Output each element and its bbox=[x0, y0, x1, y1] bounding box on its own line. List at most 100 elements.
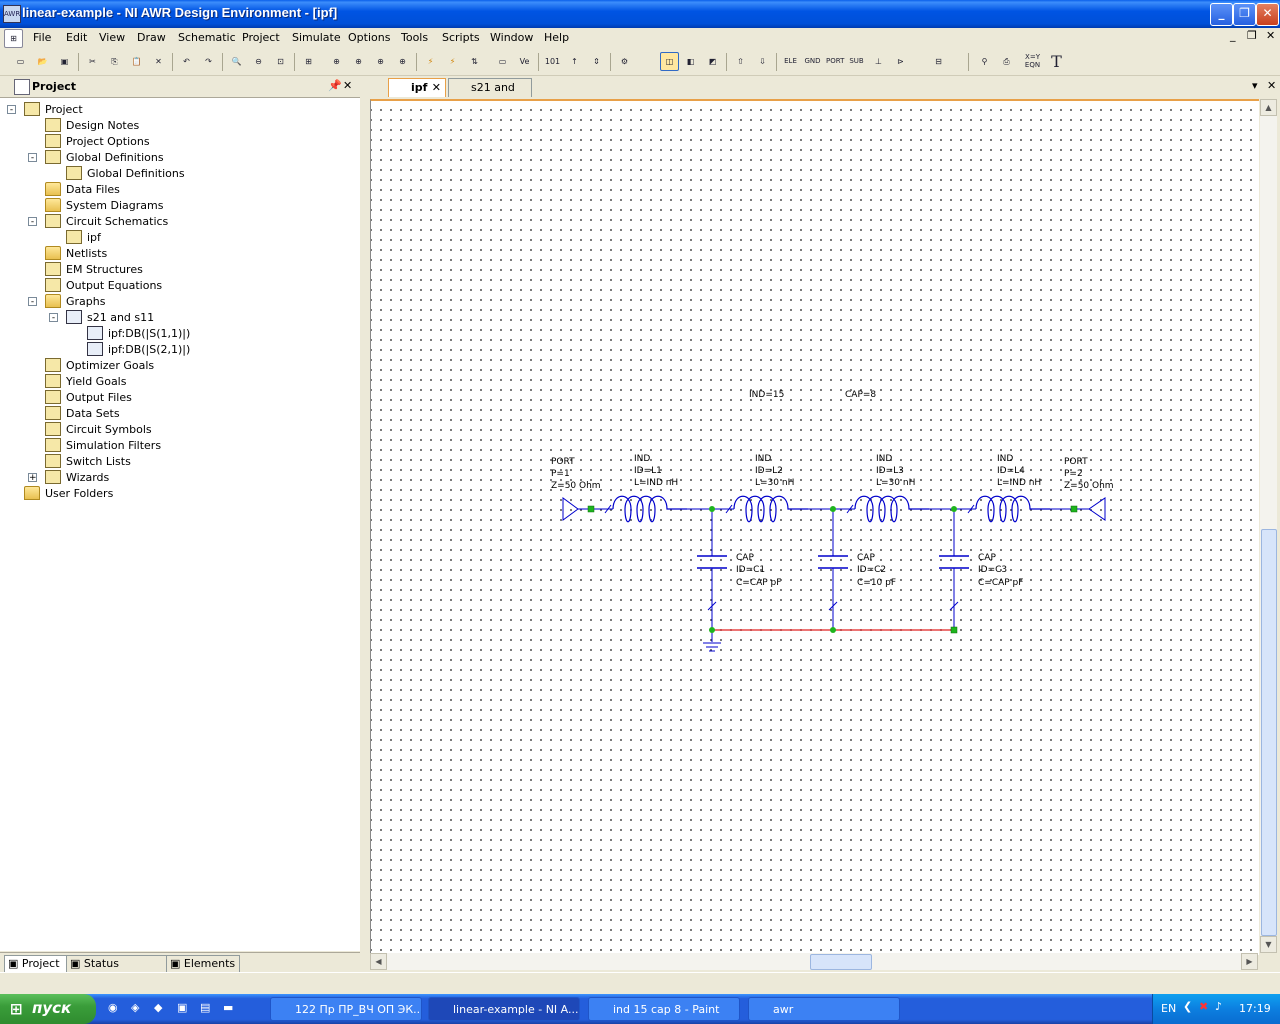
analyze-icon[interactable]: ⚡ bbox=[427, 57, 434, 66]
menu-scripts[interactable]: Scripts bbox=[442, 31, 480, 44]
tree-item[interactable]: Project bbox=[24, 101, 83, 117]
delete-icon[interactable]: ✕ bbox=[155, 57, 162, 66]
menu-simulate[interactable]: Simulate bbox=[292, 31, 341, 44]
menu-schematic[interactable]: Schematic bbox=[178, 31, 236, 44]
connect-icon[interactable]: ⚲ bbox=[981, 57, 988, 66]
open-icon[interactable]: 📂 bbox=[37, 57, 48, 66]
tree-item[interactable]: ipf:DB(|S(1,1)|) bbox=[87, 325, 190, 341]
inductor-l3[interactable] bbox=[854, 495, 929, 523]
copy-icon[interactable]: ⎘ bbox=[111, 57, 118, 66]
tab-ipf[interactable]: ipf ✕ bbox=[388, 78, 446, 97]
tree-item[interactable]: Netlists bbox=[45, 245, 107, 261]
add-graph-icon[interactable]: ⊕ bbox=[399, 57, 406, 66]
mdi-close-button[interactable]: ✕ bbox=[1266, 29, 1276, 42]
tree-item[interactable]: Wizards bbox=[45, 469, 109, 485]
settings-icon[interactable]: ⚙ bbox=[620, 57, 629, 66]
bus-icon[interactable]: ⊟ bbox=[935, 57, 942, 66]
vertical-scrollbar[interactable]: ▲ ▼ bbox=[1260, 99, 1277, 953]
mdi-restore-button[interactable]: ❐ bbox=[1247, 29, 1257, 42]
zoom-area-icon[interactable]: 🔍 bbox=[231, 57, 242, 66]
equation-ind[interactable]: IND=15 bbox=[749, 390, 784, 400]
down-hierarchy-icon[interactable]: ⇩ bbox=[759, 57, 766, 66]
quicklaunch-icon[interactable]: ▤ bbox=[200, 1001, 211, 1014]
tree-expander[interactable]: - bbox=[49, 313, 58, 323]
zoom-fit-icon[interactable]: ⊡ bbox=[277, 57, 284, 66]
pin-icon[interactable]: 📌 bbox=[328, 79, 342, 92]
task-paint[interactable]: ind 15 cap 8 - Paint bbox=[588, 997, 740, 1021]
tab-close-icon[interactable]: ✕ bbox=[431, 81, 441, 94]
menu-draw[interactable]: Draw bbox=[137, 31, 166, 44]
tree-item[interactable]: Optimizer Goals bbox=[45, 357, 154, 373]
tree-item[interactable]: Project Options bbox=[45, 133, 150, 149]
tune-icon[interactable]: ⚡ bbox=[449, 57, 456, 66]
menu-window[interactable]: Window bbox=[490, 31, 534, 44]
menu-tools[interactable]: Tools bbox=[401, 31, 429, 44]
tree-expander[interactable]: + bbox=[28, 473, 37, 483]
optimize-icon[interactable]: ⇅ bbox=[471, 57, 478, 66]
scroll-right-icon[interactable]: ▶ bbox=[1241, 953, 1258, 970]
equation-icon[interactable]: Ve bbox=[519, 57, 530, 66]
tree-item[interactable]: s21 and s11 bbox=[66, 309, 154, 325]
task-awr[interactable]: linear-example - NI A... bbox=[428, 997, 580, 1021]
tab-project[interactable]: ▣ Project bbox=[4, 955, 68, 973]
minimize-button[interactable]: _ bbox=[1210, 3, 1233, 26]
port-icon[interactable]: PORT bbox=[826, 57, 845, 65]
quicklaunch-icon[interactable]: ◆ bbox=[154, 1001, 163, 1014]
vertical-scroll-thumb[interactable] bbox=[1261, 529, 1277, 936]
menu-help[interactable]: Help bbox=[544, 31, 570, 44]
chrome-icon[interactable]: ◉ bbox=[108, 1001, 118, 1014]
scroll-up-icon[interactable]: ▲ bbox=[1260, 99, 1277, 116]
tree-item[interactable]: Data Files bbox=[45, 181, 120, 197]
zoom-out-icon[interactable]: ⊖ bbox=[255, 57, 262, 66]
tree-expander[interactable]: - bbox=[28, 217, 37, 227]
yield-icon[interactable]: ↑ bbox=[571, 57, 578, 66]
inductor-l4[interactable] bbox=[975, 495, 1050, 523]
panel-close-icon[interactable]: ✕ bbox=[343, 79, 353, 92]
equation-cap[interactable]: CAP=8 bbox=[845, 390, 876, 400]
3d-view-icon[interactable]: ◩ bbox=[708, 57, 717, 66]
menu-options[interactable]: Options bbox=[348, 31, 391, 44]
tree-item[interactable]: User Folders bbox=[24, 485, 113, 501]
tree-item[interactable]: EM Structures bbox=[45, 261, 143, 277]
binary-icon[interactable]: 101 bbox=[544, 57, 561, 66]
new-icon[interactable]: ▭ bbox=[16, 57, 25, 66]
tree-item[interactable]: Switch Lists bbox=[45, 453, 131, 469]
paste-icon[interactable]: 📋 bbox=[131, 57, 142, 66]
port-2[interactable]: PORT P=2 Z=50 Ohm bbox=[1064, 457, 1114, 521]
tree-item[interactable]: Global Definitions bbox=[66, 165, 185, 181]
menu-view[interactable]: View bbox=[99, 31, 126, 44]
tree-item[interactable]: Global Definitions bbox=[45, 149, 164, 165]
tree-item[interactable]: Output Files bbox=[45, 389, 132, 405]
tree-item[interactable]: ipf:DB(|S(2,1)|) bbox=[87, 341, 190, 357]
menu-edit[interactable]: Edit bbox=[66, 31, 88, 44]
add-schematic-icon[interactable]: ⊕ bbox=[333, 57, 340, 66]
tab-list-icon[interactable]: ▾ bbox=[1252, 79, 1258, 92]
menu-file[interactable]: File bbox=[33, 31, 52, 44]
quicklaunch-icon[interactable]: ◈ bbox=[131, 1001, 140, 1014]
tree-expander[interactable]: - bbox=[28, 297, 37, 307]
undo-icon[interactable]: ↶ bbox=[183, 57, 190, 66]
capacitor-c2[interactable] bbox=[818, 555, 848, 569]
tree-item[interactable]: Simulation Filters bbox=[45, 437, 161, 453]
tree-item[interactable]: System Diagrams bbox=[45, 197, 163, 213]
tree-item[interactable]: Output Equations bbox=[45, 277, 162, 293]
inductor-l1[interactable] bbox=[612, 495, 687, 523]
up-hierarchy-icon[interactable]: ⇧ bbox=[737, 57, 744, 66]
mdi-minimize-button[interactable]: _ bbox=[1230, 29, 1236, 42]
inductor-l2[interactable] bbox=[733, 495, 808, 523]
print-icon[interactable]: ⎙ bbox=[1003, 57, 1010, 66]
tree-item[interactable]: ipf bbox=[66, 229, 101, 245]
tree-expander[interactable]: - bbox=[28, 153, 37, 163]
tree-item[interactable]: Graphs bbox=[45, 293, 105, 309]
add-netlist-icon[interactable]: ⊕ bbox=[355, 57, 362, 66]
tree-expander[interactable]: - bbox=[7, 105, 16, 115]
doc-close-icon[interactable]: ✕ bbox=[1267, 79, 1277, 92]
tree-item[interactable]: Circuit Schematics bbox=[45, 213, 168, 229]
menu-project[interactable]: Project bbox=[242, 31, 280, 44]
cut-icon[interactable]: ✂ bbox=[89, 57, 96, 66]
task-pdf[interactable]: 122 Пр ПР_ВЧ ОП ЭК... bbox=[270, 997, 422, 1021]
folder-icon[interactable]: ▬ bbox=[223, 1001, 234, 1014]
horizontal-scroll-thumb[interactable] bbox=[810, 954, 872, 970]
security-icon[interactable]: ✖ bbox=[1199, 1000, 1209, 1013]
